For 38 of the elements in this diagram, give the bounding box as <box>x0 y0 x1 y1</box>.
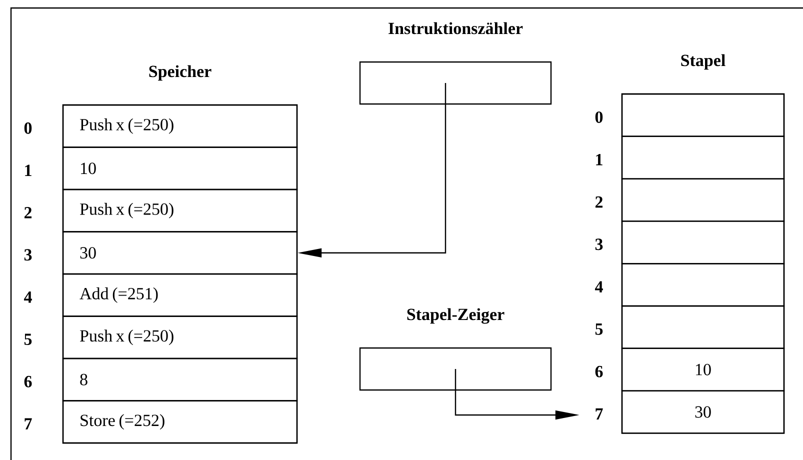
memory-cell: Push x (=250) <box>62 104 298 148</box>
address-number: 5 <box>24 334 32 346</box>
heading: Stapel <box>681 54 726 70</box>
memory-cell: Push x (=250) <box>62 188 298 232</box>
heading: Stapel-Zeiger <box>407 308 504 324</box>
memory-cell: 30 <box>62 231 298 275</box>
memory-cell: 10 <box>62 146 298 190</box>
memory-cell: 8 <box>62 358 298 402</box>
register-box <box>359 61 552 105</box>
address-number: 5 <box>595 324 603 335</box>
address-number: 3 <box>595 238 603 250</box>
address-number: 3 <box>24 249 32 261</box>
address-number: 6 <box>24 376 32 388</box>
memory-cell <box>621 136 785 180</box>
memory-cell <box>621 305 785 349</box>
address-number: 7 <box>596 408 603 420</box>
heading: Instruktionszähler <box>388 22 523 34</box>
register-box <box>359 347 552 391</box>
heading: Speicher <box>149 65 212 81</box>
memory-cell <box>621 178 785 222</box>
address-number: 0 <box>24 122 32 134</box>
memory-cell <box>621 263 785 307</box>
memory-cell: Store (=252) <box>62 400 298 444</box>
memory-cell: Add (=251) <box>62 273 298 317</box>
memory-cell: 30 <box>621 390 785 434</box>
memory-cell: Push x (=250) <box>62 316 298 360</box>
address-number: 1 <box>596 154 602 166</box>
address-number: 7 <box>24 418 32 430</box>
address-number: 4 <box>594 281 603 292</box>
address-number: 1 <box>25 164 32 176</box>
memory-cell: 10 <box>621 348 785 392</box>
address-number: 6 <box>595 366 603 378</box>
address-number: 4 <box>24 292 32 303</box>
memory-cell <box>621 220 785 264</box>
memory-cell <box>621 93 785 137</box>
address-number: 0 <box>595 111 603 123</box>
address-number: 2 <box>24 206 32 218</box>
address-number: 2 <box>595 196 603 208</box>
